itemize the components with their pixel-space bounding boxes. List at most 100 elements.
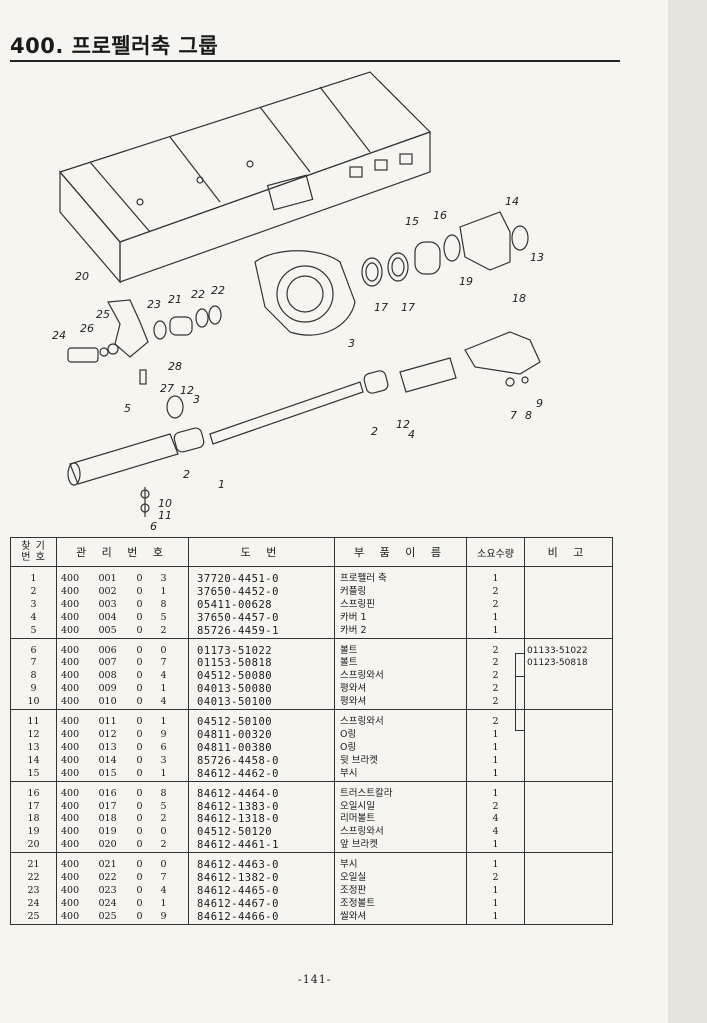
row-drawing-no: 84612-4467-0 bbox=[188, 897, 336, 911]
row-mgmt-group: 400 bbox=[56, 767, 91, 782]
row-remarks bbox=[524, 624, 614, 639]
row-part-name: 오일실 bbox=[334, 872, 468, 885]
row-remarks bbox=[524, 696, 614, 711]
row-part-name: O링 bbox=[334, 741, 468, 755]
row-mgmt-group: 400 bbox=[61, 670, 80, 682]
row-mgmt-seq: 022 bbox=[98, 872, 117, 884]
row-mgmt-check: 2 bbox=[152, 624, 190, 639]
row-mgmt-group: 400 bbox=[61, 573, 80, 584]
row-mgmt-zero: 0 bbox=[136, 598, 143, 610]
row-remarks bbox=[524, 852, 614, 873]
page-title: 400. 프로펠러축 그룹 bbox=[10, 34, 219, 58]
row-mgmt-group: 400 bbox=[61, 754, 80, 766]
row-no: 2 bbox=[10, 585, 57, 599]
row-mgmt-group: 400 bbox=[56, 696, 91, 711]
row-mgmt-seq: 025 bbox=[90, 910, 129, 925]
row-mgmt-seq: 021 bbox=[98, 859, 117, 871]
row-no: 19 bbox=[10, 826, 57, 840]
title-underline bbox=[10, 60, 620, 62]
row-remarks: 01133-51022 bbox=[524, 638, 614, 658]
row-mgmt-zero: 0 bbox=[136, 670, 143, 682]
row-mgmt-seq: 015 bbox=[90, 767, 129, 782]
row-mgmt-zero: 0 bbox=[136, 573, 143, 584]
row-part-name: 카버 1 bbox=[334, 611, 468, 625]
row-mgmt-zero: 0 bbox=[136, 644, 143, 656]
header-remarks: 비 고 bbox=[524, 537, 614, 567]
row-mgmt-check: 0 bbox=[152, 826, 190, 840]
row-quantity: 4 bbox=[466, 813, 526, 827]
row-no: 12 bbox=[10, 728, 57, 742]
row-part-name: 리머볼트 bbox=[334, 813, 468, 827]
label-2b: 2 bbox=[371, 425, 378, 438]
row-mgmt-seq: 011 bbox=[98, 716, 117, 728]
chassis-frame bbox=[58, 71, 432, 284]
row-mgmt-zero: 0 bbox=[136, 716, 143, 728]
row-drawing-no: 05411-00628 bbox=[188, 598, 336, 612]
row-mgmt-check: 9 bbox=[152, 728, 190, 742]
row-mgmt-check: 1 bbox=[152, 585, 190, 599]
row-part-name: 앞 브라켓 bbox=[334, 839, 468, 854]
header-part-name: 부 품 이 름 bbox=[334, 537, 468, 567]
row-mgmt-zero: 0 bbox=[128, 910, 153, 925]
row-no: 9 bbox=[10, 683, 57, 697]
row-no: 23 bbox=[10, 884, 57, 898]
label-2a: 2 bbox=[183, 468, 190, 481]
row-quantity: 4 bbox=[466, 826, 526, 840]
gear-housing bbox=[254, 250, 356, 336]
row-drawing-no: 04811-00320 bbox=[188, 728, 336, 742]
row-mgmt-group: 400 bbox=[56, 910, 91, 925]
label-6: 6 bbox=[150, 520, 157, 532]
row-remarks bbox=[524, 884, 614, 898]
row-mgmt-check: 5 bbox=[152, 800, 190, 814]
row-mgmt-seq: 018 bbox=[98, 813, 117, 825]
row-drawing-no: 37650-4452-0 bbox=[188, 585, 336, 599]
row-quantity: 1 bbox=[466, 624, 526, 639]
row-drawing-no: 04512-50100 bbox=[188, 709, 336, 729]
row-no: 8 bbox=[10, 670, 57, 684]
row-mgmt-group: 400 bbox=[61, 611, 80, 623]
row-remarks bbox=[524, 910, 614, 925]
page-number: -141- bbox=[298, 973, 332, 986]
row-mgmt-zero: 0 bbox=[136, 657, 143, 669]
row-no: 5 bbox=[10, 624, 57, 639]
row-no: 18 bbox=[10, 813, 57, 827]
row-mgmt-seq: 005 bbox=[90, 624, 129, 639]
row-mgmt-check: 4 bbox=[152, 670, 190, 684]
row-mgmt-zero: 0 bbox=[136, 787, 143, 799]
row-mgmt-group: 400 bbox=[61, 683, 80, 695]
row-mgmt-seq: 004 bbox=[98, 611, 117, 623]
row-drawing-no: 04811-00380 bbox=[188, 741, 336, 755]
row-mgmt-zero: 0 bbox=[136, 585, 143, 597]
row-mgmt-seq: 023 bbox=[98, 884, 117, 896]
label-18: 18 bbox=[512, 292, 526, 305]
row-remarks bbox=[524, 767, 614, 782]
row-mgmt-group: 400 bbox=[61, 859, 80, 871]
row-mgmt-group: 400 bbox=[61, 813, 80, 825]
label-23: 23 bbox=[147, 298, 161, 311]
row-quantity: 1 bbox=[466, 754, 526, 768]
row-part-name: 트러스트칼라 bbox=[334, 781, 468, 801]
row-drawing-no: 04512-50080 bbox=[188, 670, 336, 684]
row-mgmt-seq: 014 bbox=[98, 754, 117, 766]
row-mgmt-zero: 0 bbox=[128, 839, 153, 854]
row-part-name: 조정판 bbox=[334, 884, 468, 898]
row-mgmt-group: 400 bbox=[61, 800, 80, 812]
row-quantity: 2 bbox=[466, 696, 526, 711]
label-11: 11 bbox=[158, 509, 172, 522]
exploded-parts-diagram: 20 23 21 22 22 25 26 24 28 27 12 3 5 2 1… bbox=[52, 71, 544, 532]
row-mgmt-zero: 0 bbox=[136, 800, 143, 812]
row-part-name: 씰와셔 bbox=[334, 910, 468, 925]
header-quantity: 소요수량 bbox=[466, 537, 526, 567]
row-mgmt-check: 3 bbox=[152, 566, 190, 586]
label-8: 8 bbox=[525, 409, 532, 422]
row-mgmt-group: 400 bbox=[61, 585, 80, 597]
row-mgmt-zero: 0 bbox=[136, 859, 143, 871]
row-mgmt-zero: 0 bbox=[136, 611, 143, 623]
row-part-name: 스프링핀 bbox=[334, 598, 468, 612]
row-mgmt-group: 400 bbox=[61, 872, 80, 884]
